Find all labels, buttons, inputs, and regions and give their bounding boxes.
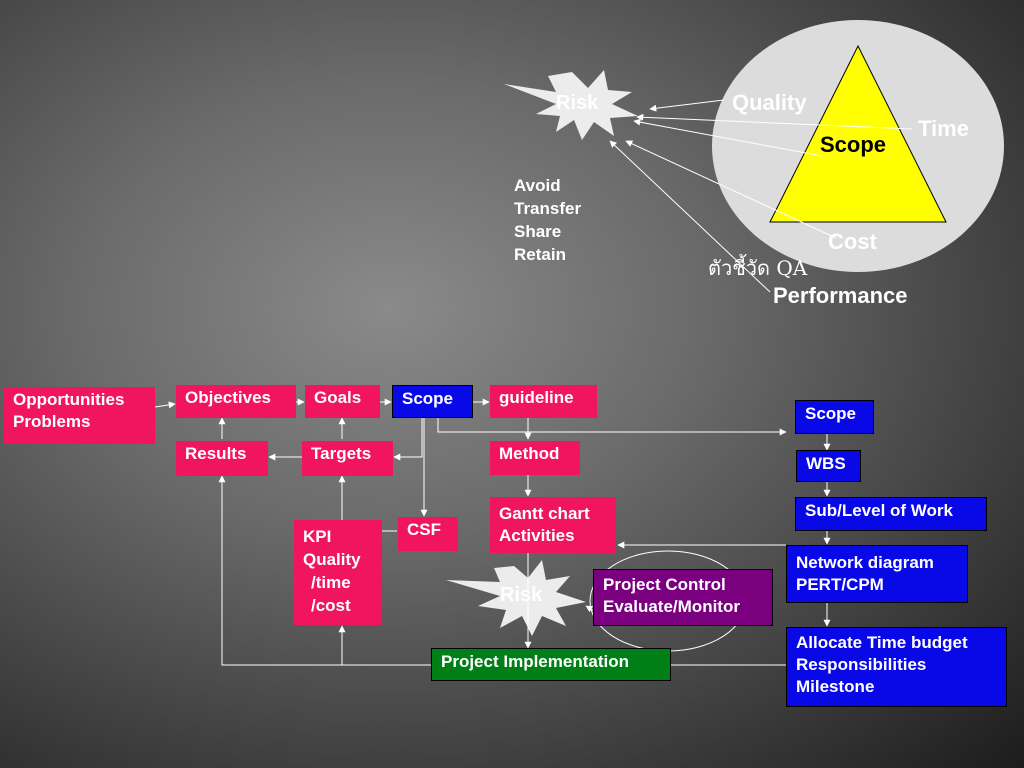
- network-diagram-box: Network diagram PERT/CPM: [786, 545, 968, 603]
- kpi-time-label: /time: [311, 573, 351, 592]
- cost-label: Cost: [828, 229, 877, 254]
- guideline-box: guideline: [490, 385, 597, 418]
- strategy-share: Share: [514, 222, 562, 241]
- project-implementation-box: Project Implementation: [431, 648, 671, 681]
- risk-label-flow: Risk: [500, 584, 543, 606]
- sublevel-box: Sub/Level of Work: [795, 497, 987, 531]
- project-control-box: Project Control Evaluate/Monitor: [593, 569, 773, 626]
- scope-label-triangle: Scope: [820, 132, 887, 157]
- csf-box: CSF: [398, 517, 458, 551]
- method-box: Method: [490, 441, 580, 475]
- milestone-label: Milestone: [796, 677, 875, 696]
- risk-label-top: Risk: [556, 92, 599, 114]
- scope-triangle: [769, 44, 947, 223]
- allocate-time-budget-label: Allocate Time budget: [796, 633, 968, 652]
- qa-indicator-label: ตัวชี้วัด QA: [708, 256, 808, 280]
- performance-label: Performance: [773, 283, 908, 308]
- gantt-activities-box: Gantt chart Activities: [490, 497, 616, 553]
- objectives-box: Objectives: [176, 385, 296, 418]
- responsibilities-label: Responsibilities: [796, 655, 927, 674]
- risk-starburst-flow: [446, 560, 586, 636]
- strategy-transfer: Transfer: [514, 199, 582, 218]
- pert-cpm-label: PERT/CPM: [796, 575, 884, 594]
- kpi-label: KPI: [303, 527, 332, 546]
- targets-box: Targets: [302, 441, 393, 476]
- results-box: Results: [176, 441, 268, 476]
- activities-label: Activities: [499, 526, 575, 545]
- quality-label: Quality: [732, 90, 807, 115]
- goals-box: Goals: [305, 385, 380, 418]
- gantt-chart-label: Gantt chart: [499, 504, 590, 523]
- opportunities-problems-box: Opportunities Problems: [4, 387, 155, 444]
- network-diagram-label: Network diagram: [796, 553, 934, 572]
- kpi-quality-label: Quality: [303, 550, 361, 569]
- problems-label: Problems: [13, 412, 91, 431]
- project-control-label: Project Control: [603, 575, 726, 594]
- scope-box-flow: Scope: [392, 385, 473, 418]
- risk-starburst-top: [504, 70, 638, 140]
- strategy-retain: Retain: [514, 245, 566, 264]
- risk-strategy-list: Avoid Transfer Share Retain: [514, 174, 581, 266]
- opportunities-label: Opportunities: [13, 390, 125, 409]
- evaluate-monitor-label: Evaluate/Monitor: [603, 597, 740, 616]
- kpi-box: KPI Quality /time /cost: [294, 520, 382, 625]
- wbs-box: WBS: [796, 450, 861, 482]
- time-label: Time: [918, 116, 969, 141]
- kpi-cost-label: /cost: [311, 596, 351, 615]
- allocate-box: Allocate Time budget Responsibilities Mi…: [786, 627, 1007, 707]
- scope-box-right: Scope: [795, 400, 874, 434]
- strategy-avoid: Avoid: [514, 176, 561, 195]
